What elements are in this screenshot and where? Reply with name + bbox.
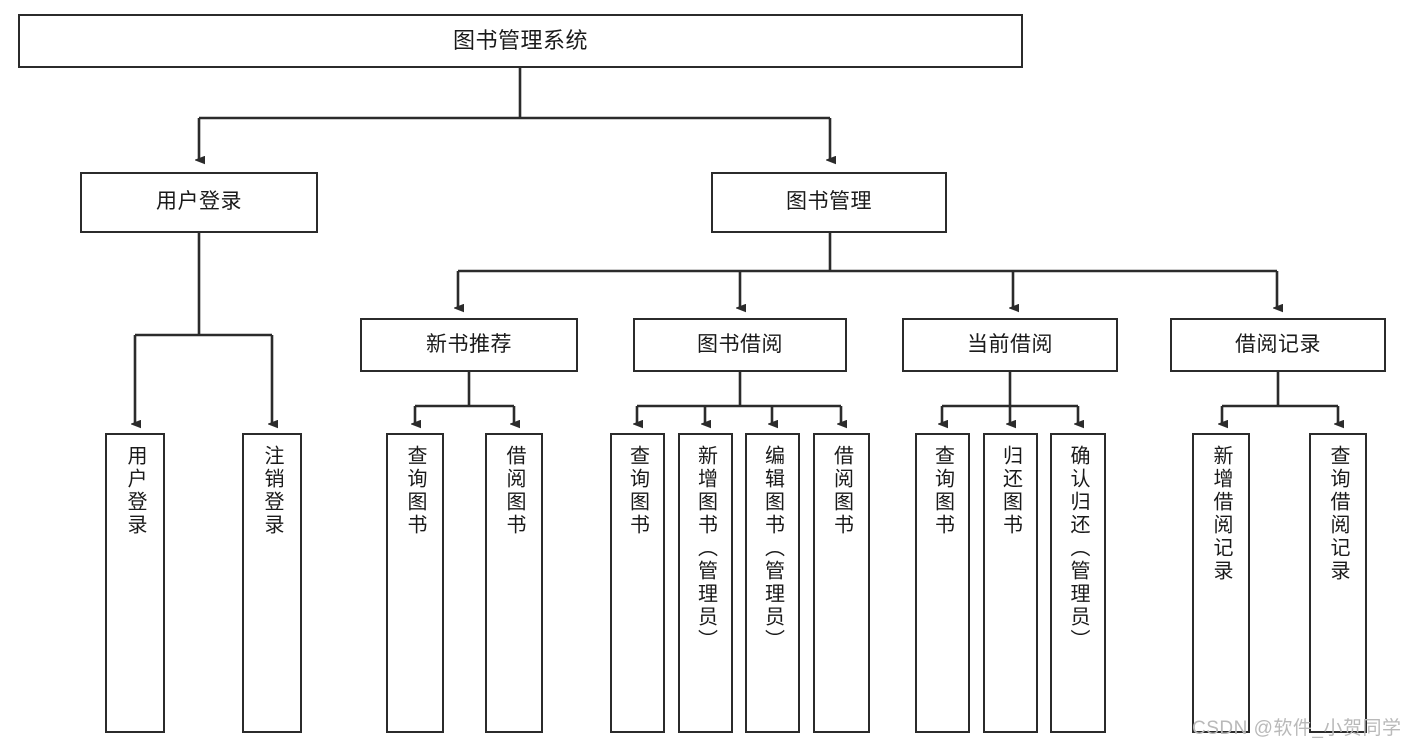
leaf-new-book-borrow[interactable]: 借阅图书 — [485, 433, 543, 733]
node-label: 编辑图书（管理员） — [761, 445, 784, 652]
node-label: 确认归还（管理员） — [1067, 445, 1089, 652]
leaf-borrow-borrow-book[interactable]: 借阅图书 — [813, 433, 870, 733]
leaf-borrow-edit-book-admin[interactable]: 编辑图书（管理员） — [745, 433, 800, 733]
node-borrow-record[interactable]: 借阅记录 — [1170, 318, 1386, 372]
leaf-record-add-borrow-record[interactable]: 新增借阅记录 — [1192, 433, 1250, 733]
node-user-login[interactable]: 用户登录 — [80, 172, 318, 233]
node-label: 新增借阅记录 — [1210, 445, 1232, 583]
node-label: 查询借阅记录 — [1327, 445, 1349, 583]
leaf-record-query-borrow-record[interactable]: 查询借阅记录 — [1309, 433, 1367, 733]
node-label: 图书管理系统 — [452, 28, 588, 54]
node-new-book-recommend[interactable]: 新书推荐 — [360, 318, 578, 372]
node-label: 归还图书 — [999, 445, 1022, 537]
node-label: 查询图书 — [931, 445, 954, 537]
node-label: 借阅图书 — [503, 445, 525, 537]
node-label: 用户登录 — [124, 445, 146, 537]
leaf-new-book-query[interactable]: 查询图书 — [386, 433, 444, 733]
node-label: 新增图书（管理员） — [694, 445, 717, 652]
node-label: 借阅记录 — [1235, 332, 1321, 356]
node-current-borrow[interactable]: 当前借阅 — [902, 318, 1118, 372]
leaf-current-query-book[interactable]: 查询图书 — [915, 433, 970, 733]
node-label: 注销登录 — [261, 445, 283, 537]
leaf-user-login-login[interactable]: 用户登录 — [105, 433, 165, 733]
leaf-borrow-query-book[interactable]: 查询图书 — [610, 433, 665, 733]
leaf-borrow-add-book-admin[interactable]: 新增图书（管理员） — [678, 433, 733, 733]
node-label: 用户登录 — [156, 190, 242, 214]
node-label: 查询图书 — [626, 445, 649, 537]
leaf-current-confirm-return-admin[interactable]: 确认归还（管理员） — [1050, 433, 1106, 733]
node-label: 借阅图书 — [830, 445, 853, 537]
node-label: 新书推荐 — [426, 332, 512, 356]
node-label: 查询图书 — [404, 445, 426, 537]
leaf-user-login-logout[interactable]: 注销登录 — [242, 433, 302, 733]
leaf-current-return-book[interactable]: 归还图书 — [983, 433, 1038, 733]
node-book-borrow[interactable]: 图书借阅 — [633, 318, 847, 372]
node-book-management[interactable]: 图书管理 — [711, 172, 947, 233]
node-label: 图书管理 — [786, 190, 872, 214]
node-root-system[interactable]: 图书管理系统 — [18, 14, 1023, 68]
node-label: 图书借阅 — [697, 332, 783, 356]
node-label: 当前借阅 — [967, 332, 1053, 356]
